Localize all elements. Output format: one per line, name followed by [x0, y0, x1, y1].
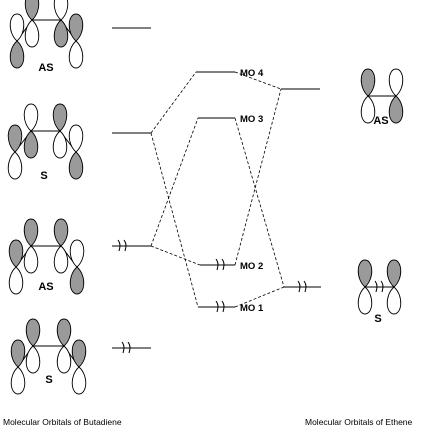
- butadiene-psi3-symmetry: S: [40, 170, 47, 182]
- ethene-pi-star-orbital-drawing: [360, 68, 404, 124]
- ethene-caption: Molecular Orbitals of Ethene: [305, 417, 413, 427]
- mo1-label: MO 1: [240, 303, 264, 314]
- mo4-label: MO 4: [240, 68, 264, 79]
- ethene-pi-symmetry: S: [374, 313, 381, 325]
- mo2-label: MO 2: [240, 261, 263, 272]
- butadiene-psi3-orbital-drawing: [7, 103, 84, 180]
- ethene-pi-star-symmetry: AS: [373, 115, 388, 127]
- butadiene-psi2-orbital-drawing: [8, 218, 85, 295]
- butadiene-psi1-orbital-drawing: [10, 318, 87, 395]
- ethene-pi-orbital-drawing: [357, 259, 402, 315]
- butadiene-psi2-symmetry: AS: [38, 281, 53, 293]
- correlation-lines: [150, 71, 285, 308]
- butadiene-psi4-orbital-drawing: [9, 0, 84, 69]
- butadiene-caption: Molecular Orbitals of Butadiene: [3, 417, 122, 427]
- butadiene-psi1-symmetry: S: [45, 374, 52, 386]
- butadiene-psi4-symmetry: AS: [38, 62, 53, 74]
- mo3-label: MO 3: [240, 114, 263, 125]
